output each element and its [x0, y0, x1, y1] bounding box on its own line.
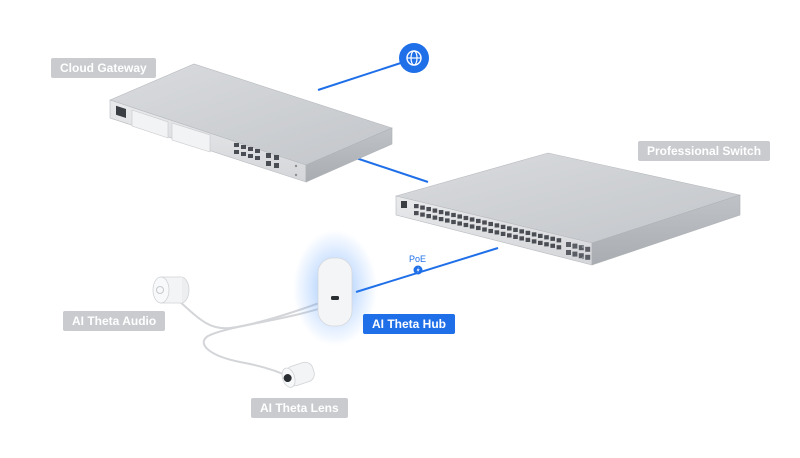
poe-label: PoE [409, 254, 427, 264]
switch-port [457, 221, 462, 226]
switch-port [426, 214, 431, 219]
cloud-gateway-device[interactable] [109, 63, 393, 183]
theta-lens-device[interactable] [280, 360, 317, 389]
switch-port [519, 229, 524, 234]
switch-sfp-port [566, 242, 571, 247]
switch-port [550, 236, 555, 241]
switch-ports [414, 204, 591, 260]
switch-port [438, 210, 444, 215]
switch-port [538, 233, 543, 238]
switch-port [550, 243, 555, 248]
switch-port [556, 245, 562, 250]
switch-sfp-port [578, 253, 584, 259]
switch-port [525, 230, 531, 235]
switch-port [500, 224, 506, 229]
theta-hub-label[interactable]: AI Theta Hub [363, 314, 455, 334]
switch-port [451, 212, 456, 218]
switch-port [519, 236, 524, 241]
switch-port [432, 215, 438, 220]
cloud-gateway-label[interactable]: Cloud Gateway [51, 58, 156, 78]
switch-sfp-port [572, 251, 578, 257]
gateway-ports [234, 143, 279, 168]
theta-lens-label[interactable]: AI Theta Lens [251, 398, 348, 418]
switch-sfp-port [572, 243, 578, 249]
switch-port [432, 208, 438, 213]
switch-port [488, 228, 493, 234]
switch-port [476, 218, 481, 224]
switch-port [445, 218, 450, 223]
switch-sfp-port [578, 245, 584, 251]
lens-cable [202, 304, 331, 379]
switch-port [426, 207, 431, 212]
switch-port [544, 242, 549, 247]
switch-port [507, 233, 512, 238]
switch-port [463, 222, 469, 228]
professional-switch-label[interactable]: Professional Switch [638, 141, 771, 161]
switch-port [420, 205, 425, 210]
switch-port [525, 237, 531, 242]
switch-sfp-port [585, 246, 591, 252]
gateway-switch-link [349, 155, 429, 183]
switch-port [544, 235, 549, 240]
switch-port [513, 227, 518, 232]
switch-port [488, 221, 493, 227]
switch-port [531, 239, 537, 244]
switch-port [469, 224, 475, 229]
switch-port [556, 238, 562, 243]
globe-icon[interactable] [399, 43, 429, 73]
switch-sfp-port [566, 250, 571, 255]
switch-port [469, 217, 475, 222]
switch-port [451, 219, 456, 225]
switch-port [463, 215, 469, 221]
switch-port [438, 217, 444, 222]
switch-port [414, 211, 419, 216]
theta-audio-label[interactable]: AI Theta Audio [63, 311, 166, 331]
switch-port [476, 225, 481, 231]
internet-link [317, 59, 411, 91]
lightning-icon [413, 265, 423, 275]
switch-port [500, 231, 506, 236]
switch-port [538, 240, 543, 245]
switch-port [531, 232, 537, 237]
switch-port [507, 226, 512, 231]
poe-link [355, 247, 499, 293]
theta-audio-device[interactable] [152, 276, 190, 304]
switch-port [482, 227, 487, 232]
switch-port [513, 234, 518, 239]
switch-port [482, 220, 487, 225]
switch-port [494, 223, 500, 228]
switch-port [494, 230, 500, 235]
switch-port [414, 204, 419, 209]
switch-port [457, 214, 462, 219]
theta-hub-device[interactable] [293, 230, 377, 346]
switch-port [445, 211, 450, 216]
professional-switch-device[interactable] [394, 152, 742, 266]
switch-port [420, 212, 425, 217]
switch-sfp-port [585, 254, 591, 260]
